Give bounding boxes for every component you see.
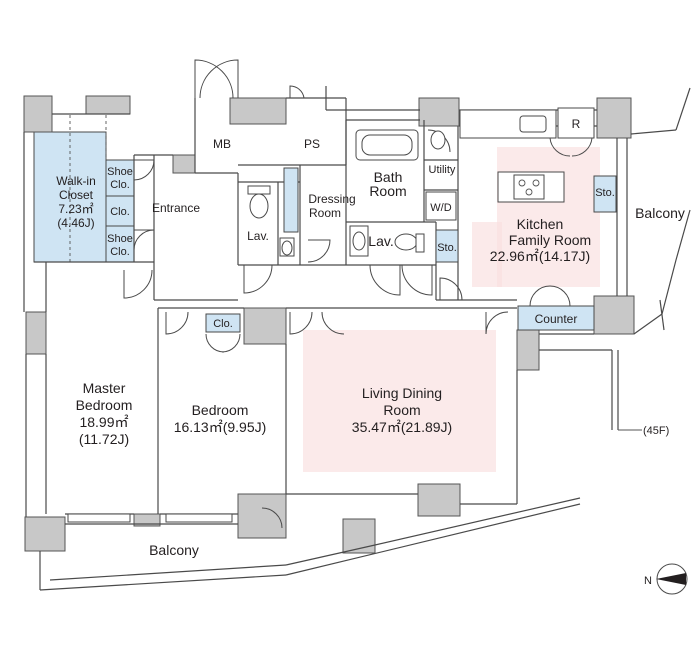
dressing-label: Dressing bbox=[308, 192, 355, 206]
shoe-closet-bottom-label-2: Clo. bbox=[110, 246, 130, 258]
bedroom-label: Bedroom bbox=[192, 402, 249, 418]
ps-label: PS bbox=[304, 137, 320, 151]
living-label: Living Dining bbox=[362, 385, 442, 401]
storage-kitchen-label: Sto. bbox=[595, 187, 615, 199]
window-bedroom bbox=[165, 513, 233, 523]
bath-label-2: Room bbox=[369, 183, 406, 199]
wd-label: W/D bbox=[430, 202, 451, 214]
walk-in-closet-label-2: Closet bbox=[59, 188, 94, 202]
bedroom-area: 16.13㎡(9.95J) bbox=[174, 419, 267, 435]
north-arrow-icon: N bbox=[644, 563, 688, 595]
balcony-right-label: Balcony bbox=[635, 205, 685, 221]
shoe-closet-bottom-label: Shoe bbox=[107, 233, 133, 245]
master-bedroom-label-2: Bedroom bbox=[76, 397, 133, 413]
door-swings bbox=[123, 59, 593, 529]
utility-label: Utility bbox=[429, 164, 456, 176]
walk-in-closet-area-j: (4.46J) bbox=[57, 216, 94, 230]
shoe-closet-top-label: Shoe bbox=[107, 166, 133, 178]
bath-label: Bath bbox=[374, 169, 403, 185]
lav-right-label: Lav. bbox=[368, 233, 393, 249]
master-bedroom-label: Master bbox=[83, 380, 126, 396]
mb-label: MB bbox=[213, 137, 231, 151]
floor-label: (45F) bbox=[643, 425, 669, 437]
kitchen-label-2: Family Room bbox=[509, 232, 591, 248]
dressing-label-2: Room bbox=[309, 206, 341, 220]
storage-lav-box bbox=[435, 229, 459, 263]
structural-walls bbox=[23, 95, 635, 554]
walk-in-closet-area-m2: 7.23㎡ bbox=[58, 202, 93, 216]
kitchen-highlight-lower bbox=[472, 222, 502, 287]
master-bedroom-area-j: (11.72J) bbox=[79, 431, 129, 447]
lav-left-label: Lav. bbox=[247, 229, 269, 243]
living-area: 35.47㎡(21.89J) bbox=[352, 419, 452, 435]
counter-box bbox=[517, 305, 595, 331]
closet-bedroom-label: Clo. bbox=[213, 318, 233, 330]
shoe-closet-top-label-2: Clo. bbox=[110, 179, 130, 191]
storage-kitchen-box bbox=[593, 175, 617, 213]
living-label-2: Room bbox=[383, 402, 420, 418]
entrance-label: Entrance bbox=[152, 201, 200, 215]
window-master bbox=[67, 513, 131, 523]
counter-label: Counter bbox=[535, 312, 578, 326]
storage-right-label: Sto. bbox=[437, 242, 457, 254]
refrigerator-box bbox=[557, 107, 595, 139]
compass-letter: N bbox=[644, 575, 652, 587]
walk-in-closet-label: Walk-in bbox=[56, 174, 96, 188]
fixtures bbox=[205, 107, 617, 333]
kitchen-area: 22.96㎡(14.17J) bbox=[490, 248, 590, 264]
kitchen-label: Kitchen bbox=[517, 216, 564, 232]
master-bedroom-area-m2: 18.99㎡ bbox=[79, 414, 128, 430]
refrigerator-label: R bbox=[572, 117, 581, 131]
balcony-bottom-label: Balcony bbox=[149, 542, 199, 558]
living-room-highlight bbox=[303, 330, 496, 472]
bedroom-closet-box bbox=[205, 313, 241, 333]
kitchen-highlight bbox=[497, 147, 600, 287]
closet-mid-label: Clo. bbox=[110, 206, 130, 218]
